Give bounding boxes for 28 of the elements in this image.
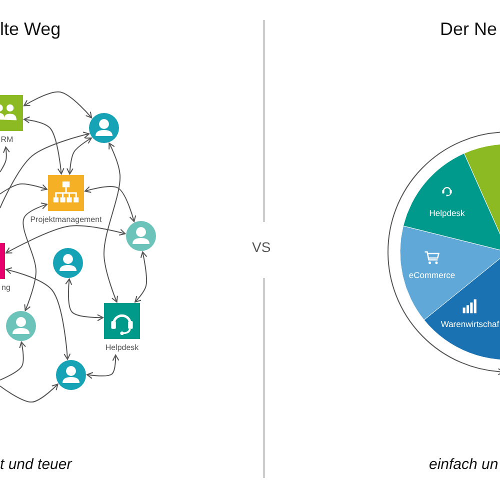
connector-arrow [24, 116, 64, 174]
tagline: t und teuer [0, 456, 72, 473]
connector-arrow [24, 91, 92, 118]
connector-arrow [0, 384, 58, 402]
connector-arrow [104, 142, 120, 302]
heading: lte Weg [0, 19, 61, 40]
connector-arrow [134, 251, 148, 302]
slice-label: Helpdesk [429, 208, 465, 218]
node-label: Projektmanagement [30, 215, 102, 224]
connector-arrow [66, 138, 92, 174]
connector-arrow [0, 132, 90, 208]
connector-arrow [0, 342, 26, 380]
connector-arrow [86, 354, 120, 379]
node-label: ng [2, 283, 10, 292]
versus-label: VS [252, 239, 271, 255]
connector-arrow [6, 267, 71, 360]
connector-arrow [0, 146, 10, 172]
tagline: einfach un [429, 456, 498, 473]
slice-label: Warenwirtschaf [440, 319, 500, 329]
node-label: RM [0, 135, 14, 144]
connector-arrow [84, 186, 136, 222]
heading: Der Ne [440, 19, 498, 40]
connector-arrow [0, 183, 48, 194]
connector-arrow [6, 225, 126, 254]
connector-arrow [22, 202, 48, 312]
connector-arrow [65, 278, 104, 322]
slice-label: eCommerce [408, 270, 456, 280]
node-label: Helpdesk [105, 343, 139, 352]
